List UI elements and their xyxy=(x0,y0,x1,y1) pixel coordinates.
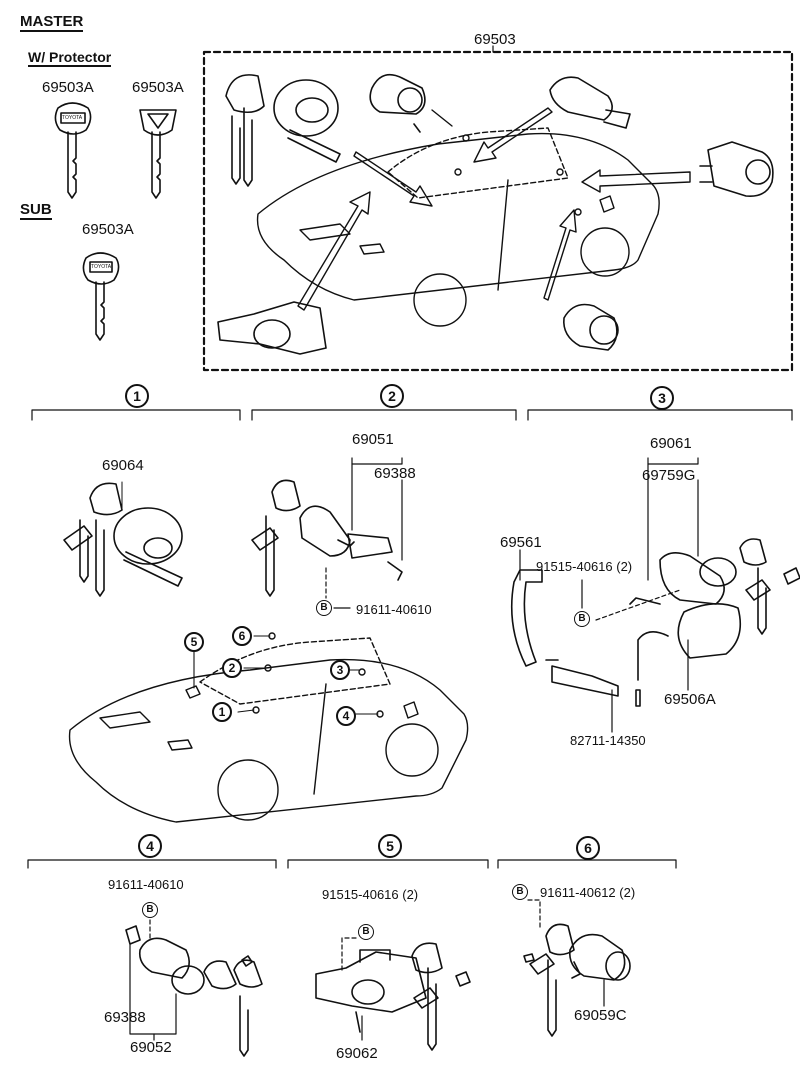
group-5-leaders xyxy=(341,937,363,1041)
set-fuel-lock-icon xyxy=(563,303,619,351)
set-glovebox-lock-icon xyxy=(699,141,774,198)
group-4-glovebox-lock-icon xyxy=(125,925,263,1057)
part-69561: 69561 xyxy=(500,534,542,551)
group-6-fuel-lock-icon xyxy=(523,923,631,1037)
set-door-lock-icon xyxy=(369,73,426,133)
set-hood-lock-icon xyxy=(217,301,327,355)
part-69052: 69052 xyxy=(130,1039,172,1056)
group-6-number: 6 xyxy=(576,836,600,860)
group-2-door-lock-icon xyxy=(251,479,403,599)
bolt-mark: B xyxy=(512,884,528,900)
group-3-leaders xyxy=(519,457,699,733)
set-box xyxy=(202,50,794,372)
part-69062: 69062 xyxy=(336,1045,378,1062)
master-key-b-icon xyxy=(139,109,177,199)
group-5-bracket xyxy=(287,859,489,869)
set-car-illustration xyxy=(256,127,660,327)
part-91515-40616: 91515-40616 (2) xyxy=(536,559,633,574)
master-key-a-brand: TOYOTA xyxy=(62,115,83,121)
car-callout-2: 2 xyxy=(222,658,242,678)
group-1-ignition-lock-icon xyxy=(63,481,183,597)
center-car-leaders xyxy=(193,635,379,715)
car-callout-5: 5 xyxy=(184,632,204,652)
group-4-bracket xyxy=(27,859,277,869)
master-header: MASTER xyxy=(20,13,84,32)
bolt-mark: B xyxy=(142,902,158,918)
master-key-a-icon xyxy=(54,102,92,199)
set-trunk-lock-icon xyxy=(549,76,631,129)
part-69061: 69061 xyxy=(650,435,692,452)
bolt-mark: B xyxy=(316,600,332,616)
master-key-b-part-number: 69503A xyxy=(132,79,184,96)
sub-key-brand: TOYOTA xyxy=(91,264,112,270)
group-5-number: 5 xyxy=(378,834,402,858)
group-1-number: 1 xyxy=(125,384,149,408)
set-arrows xyxy=(297,107,691,311)
part-69051: 69051 xyxy=(352,431,394,448)
group-3-bracket xyxy=(527,409,793,421)
group-6-bracket xyxy=(497,859,677,869)
car-callout-1: 1 xyxy=(212,702,232,722)
set-box-label: 69503 xyxy=(474,31,516,48)
car-callout-4: 4 xyxy=(336,706,356,726)
bolt-mark: B xyxy=(574,611,590,627)
sub-key-part-number: 69503A xyxy=(82,221,134,238)
group-1-bracket xyxy=(31,409,241,421)
set-ignition-lock-icon xyxy=(225,74,341,187)
part-82711-14350: 82711-14350 xyxy=(570,733,646,748)
group-2-number: 2 xyxy=(380,384,404,408)
group-3-number: 3 xyxy=(650,386,674,410)
master-key-a-part-number: 69503A xyxy=(42,79,94,96)
car-callout-3: 3 xyxy=(330,660,350,680)
part-91611-40610-g4: 91611-40610 xyxy=(108,877,184,892)
part-69059C: 69059C xyxy=(574,1007,627,1024)
group-3-trunk-lock-icon xyxy=(510,538,800,707)
center-car-illustration xyxy=(68,632,469,823)
part-91611-40610: 91611-40610 xyxy=(356,602,432,617)
part-91611-40612: 91611-40612 (2) xyxy=(540,885,636,900)
bolt-mark: B xyxy=(358,924,374,940)
part-69064: 69064 xyxy=(102,457,144,474)
sub-header: SUB xyxy=(20,201,52,220)
group-4-leaders xyxy=(129,919,177,1041)
sub-key-icon xyxy=(82,252,120,341)
part-69506A: 69506A xyxy=(664,691,716,708)
part-91515-40616-g5: 91515-40616 (2) xyxy=(322,887,419,902)
group-2-bracket xyxy=(251,409,517,421)
part-69388: 69388 xyxy=(374,465,416,482)
part-69388-g4: 69388 xyxy=(104,1009,146,1026)
car-callout-6: 6 xyxy=(232,626,252,646)
protector-header: W/ Protector xyxy=(28,49,112,67)
group-4-number: 4 xyxy=(138,834,162,858)
group-6-leaders xyxy=(527,899,605,1007)
group-5-hood-lock-icon xyxy=(315,942,471,1051)
part-69759G: 69759G xyxy=(642,467,696,484)
group-2-leaders xyxy=(333,457,403,609)
